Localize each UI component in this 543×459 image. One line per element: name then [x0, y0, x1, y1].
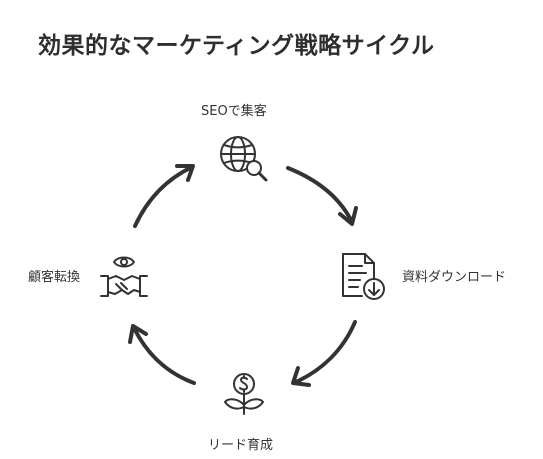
arrow-top-right — [286, 166, 358, 226]
handshake-eye-icon — [100, 256, 148, 297]
arrow-bottom-left — [128, 324, 196, 385]
arrow-left-top — [133, 164, 195, 228]
step-label-lead: リード育成 — [208, 438, 274, 453]
money-plant-icon — [224, 373, 264, 415]
step-label-conversion: 顧客転換 — [28, 270, 81, 285]
arrow-right-bottom — [291, 320, 357, 387]
diagram-title: 効果的なマーケティング戦略サイクル — [38, 33, 435, 59]
step-label-download: 資料ダウンロード — [402, 270, 507, 285]
step-label-seo: SEOで集客 — [201, 104, 267, 119]
document-download-icon — [342, 253, 385, 300]
globe-search-icon — [220, 136, 268, 182]
